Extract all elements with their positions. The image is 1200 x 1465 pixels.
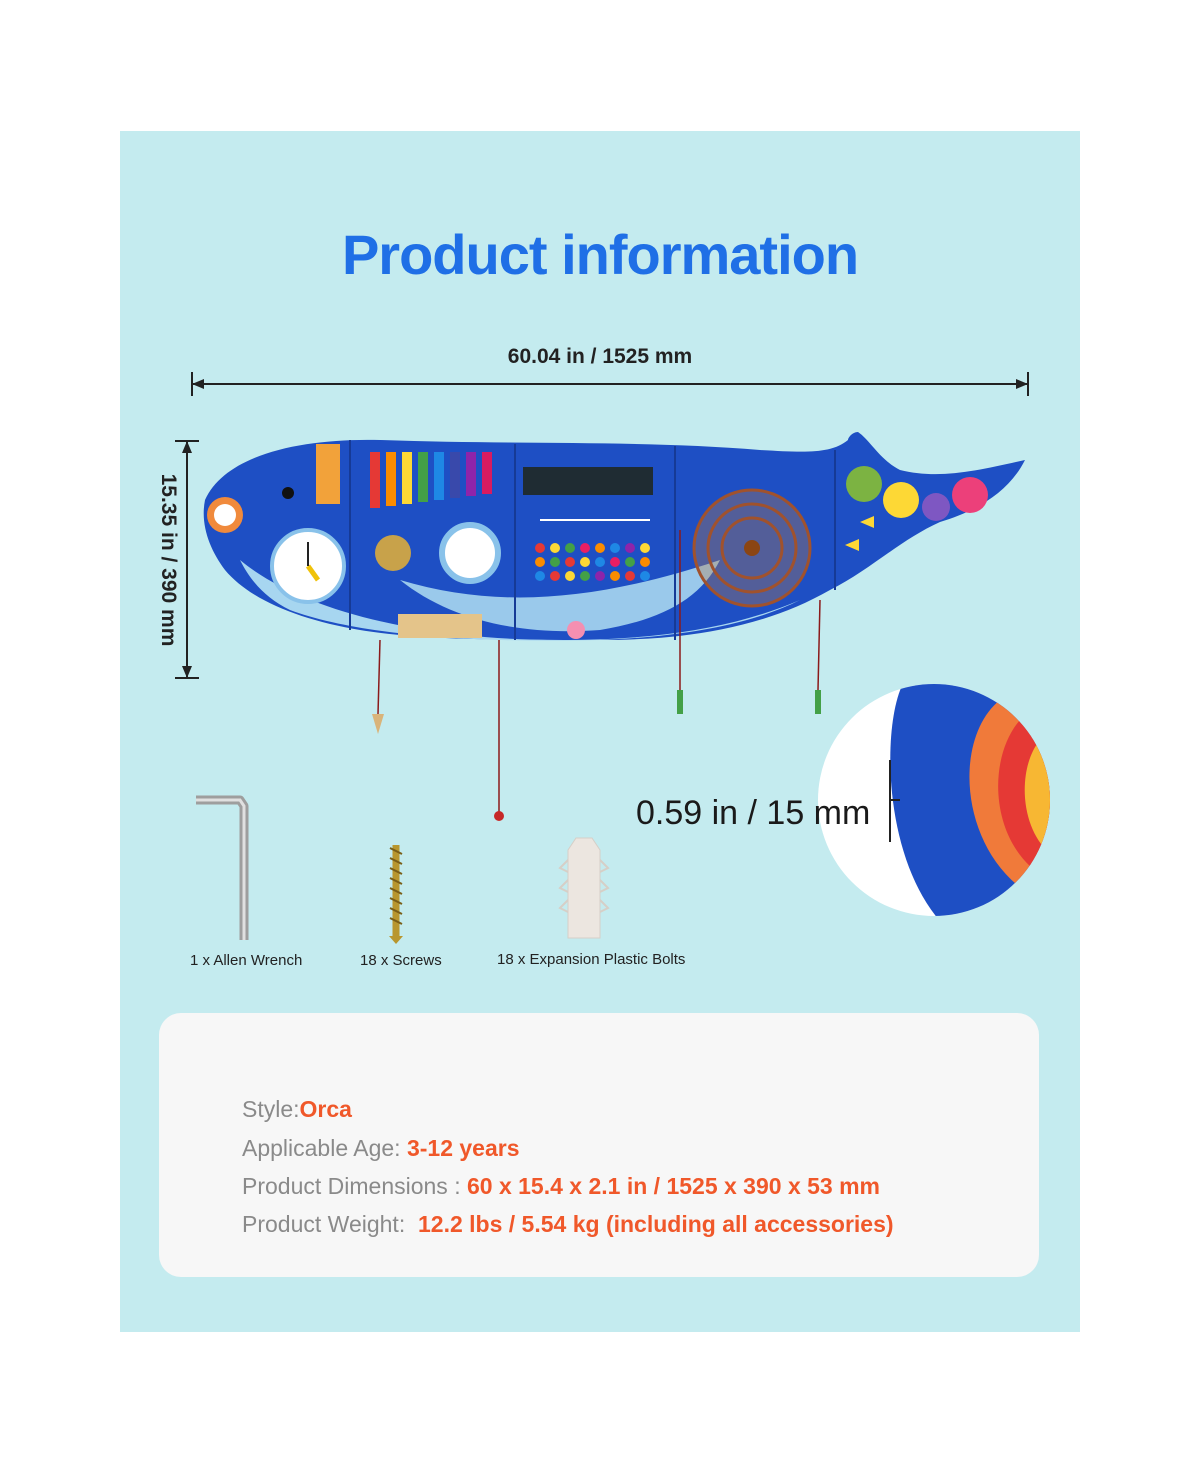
spec-age-label: Applicable Age: (242, 1135, 407, 1161)
height-dimension-label: 15.35 in / 390 mm (157, 473, 180, 647)
height-dimension-arrow (175, 440, 199, 679)
plastic-bolt-image (558, 837, 610, 939)
screw-image (389, 845, 403, 944)
spec-card (159, 1013, 1039, 1277)
spec-dimensions-value: 60 x 15.4 x 2.1 in / 1525 x 390 x 53 mm (466, 1173, 881, 1199)
spec-weight: Product Weight: 12.2 lbs / 5.54 kg (incl… (242, 1211, 894, 1238)
accessory-label-plastic-bolts: 18 x Expansion Plastic Bolts (497, 951, 686, 968)
hanging-strings (372, 530, 821, 821)
width-dimension-label: 60.04 in / 1525 mm (507, 345, 693, 368)
spec-dimensions: Product Dimensions : 60 x 15.4 x 2.1 in … (242, 1173, 880, 1200)
thickness-magnifier (818, 684, 1050, 916)
width-dimension-arrow (191, 372, 1029, 396)
allen-wrench-image (196, 795, 249, 940)
spec-style: Style:Orca (242, 1096, 352, 1123)
spec-weight-label: Product Weight: (242, 1211, 418, 1237)
spec-style-value: Orca (299, 1096, 352, 1122)
spec-age: Applicable Age: 3-12 years (242, 1135, 520, 1162)
spec-age-value: 3-12 years (406, 1135, 520, 1161)
accessory-label-allen-wrench: 1 x Allen Wrench (190, 952, 303, 969)
page-title: Product information (341, 223, 859, 286)
accessory-label-screws: 18 x Screws (360, 952, 442, 969)
thickness-dimension-label: 0.59 in / 15 mm (636, 794, 871, 832)
spec-weight-value: 12.2 lbs / 5.54 kg (including all access… (418, 1211, 894, 1237)
spec-style-label: Style: (242, 1096, 300, 1122)
spec-dimensions-label: Product Dimensions : (242, 1173, 467, 1199)
whale-board (203, 432, 1026, 641)
